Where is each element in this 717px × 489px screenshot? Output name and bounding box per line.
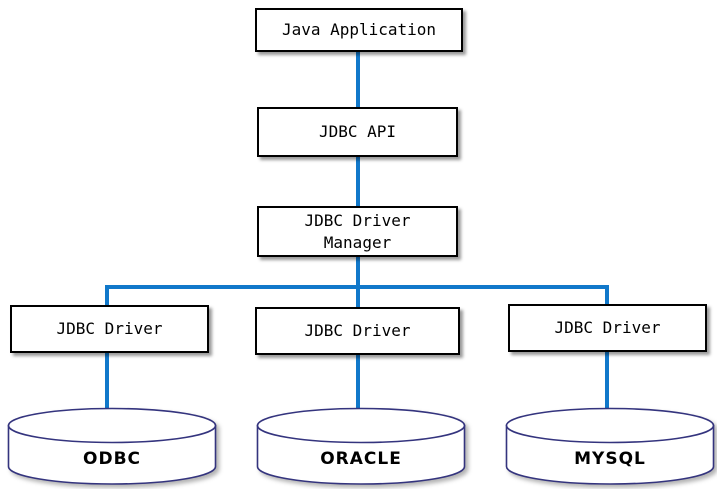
connector-branch-horizontal — [105, 285, 609, 289]
connector-driver2-to-oracle — [356, 353, 360, 410]
node-jdbc-driver-3-label: JDBC Driver — [554, 318, 661, 337]
connector-driver1-to-odbc — [105, 351, 109, 410]
connector-driver3-to-mysql — [605, 350, 609, 410]
database-cylinder-icon — [256, 407, 466, 485]
connector-api-to-manager — [356, 155, 360, 208]
node-jdbc-api: JDBC API — [257, 107, 458, 157]
node-jdbc-driver-2-label: JDBC Driver — [304, 321, 411, 340]
connector-branch-to-driver1 — [105, 285, 109, 307]
node-jdbc-driver-manager: JDBC Driver Manager — [257, 206, 458, 257]
node-db-oracle: ORACLE — [256, 407, 466, 485]
node-db-mysql: MYSQL — [505, 407, 715, 485]
node-jdbc-driver-2: JDBC Driver — [255, 307, 460, 355]
node-java-application: Java Application — [255, 8, 463, 52]
node-java-application-label: Java Application — [281, 20, 437, 39]
node-jdbc-driver-1-label: JDBC Driver — [56, 319, 163, 338]
database-mysql-label: MYSQL — [574, 449, 646, 469]
node-jdbc-api-label: JDBC API — [318, 122, 397, 141]
node-jdbc-driver-3: JDBC Driver — [508, 304, 707, 352]
database-cylinder-icon — [505, 407, 715, 485]
database-cylinder-icon — [7, 407, 217, 485]
connector-java-to-api — [356, 50, 360, 109]
database-odbc-label: ODBC — [83, 449, 141, 469]
node-jdbc-driver-manager-label: JDBC Driver Manager — [304, 210, 411, 252]
database-oracle-label: ORACLE — [320, 449, 402, 469]
node-db-odbc: ODBC — [7, 407, 217, 485]
connector-branch-to-driver3 — [605, 285, 609, 306]
node-jdbc-driver-1: JDBC Driver — [10, 305, 209, 353]
connector-manager-to-driver2 — [356, 255, 360, 309]
